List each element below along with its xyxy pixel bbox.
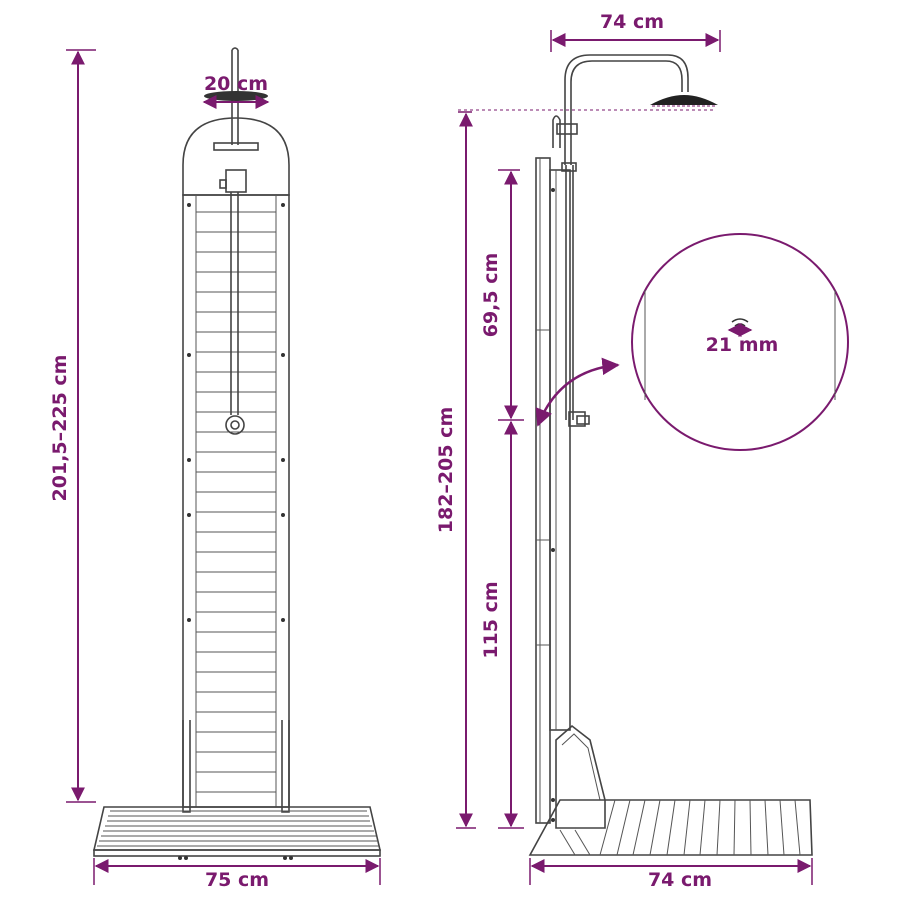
side-height-dimension: 182–205 cm [435,111,476,829]
side-shower-arm [564,54,689,165]
side-base [528,799,813,856]
detail-pointer-arrow [535,357,620,427]
front-base-dimension: 75 cm [93,858,381,891]
front-view: 20 cm 201,5–225 cm 75 cm [49,47,382,891]
front-height-dimension: 201,5–225 cm [49,49,96,803]
front-showerhead-label: 20 cm [204,73,268,95]
side-upper-dimension: 69,5 cm [480,169,524,421]
detail-zoom-circle: 21 mm [631,233,849,451]
side-lower-label: 115 cm [480,581,502,658]
side-lower-dimension: 115 cm [480,420,524,829]
side-arm-label: 74 cm [600,11,664,33]
side-main-panel [535,157,551,824]
side-view: 21 mm 74 cm 182–205 cm 69,5 cm [435,11,849,891]
front-height-label: 201,5–225 cm [49,355,71,502]
front-bolts [187,203,285,622]
front-showerhead-dimension: 20 cm [202,73,270,109]
side-bracket [555,724,606,829]
side-height-label: 182–205 cm [435,407,457,534]
side-base-label: 74 cm [648,869,712,891]
detail-diameter-label: 21 mm [706,334,779,356]
side-arm-dimension: 74 cm [550,11,721,52]
front-base [92,806,382,851]
side-rainhead [650,95,718,105]
front-arch-panel [182,117,290,196]
front-base-label: 75 cm [205,869,269,891]
side-base-dimension: 74 cm [529,858,813,891]
front-slats [196,211,276,793]
front-hand-shower [225,415,245,435]
front-main-panel [182,194,290,808]
side-upper-label: 69,5 cm [480,253,502,338]
